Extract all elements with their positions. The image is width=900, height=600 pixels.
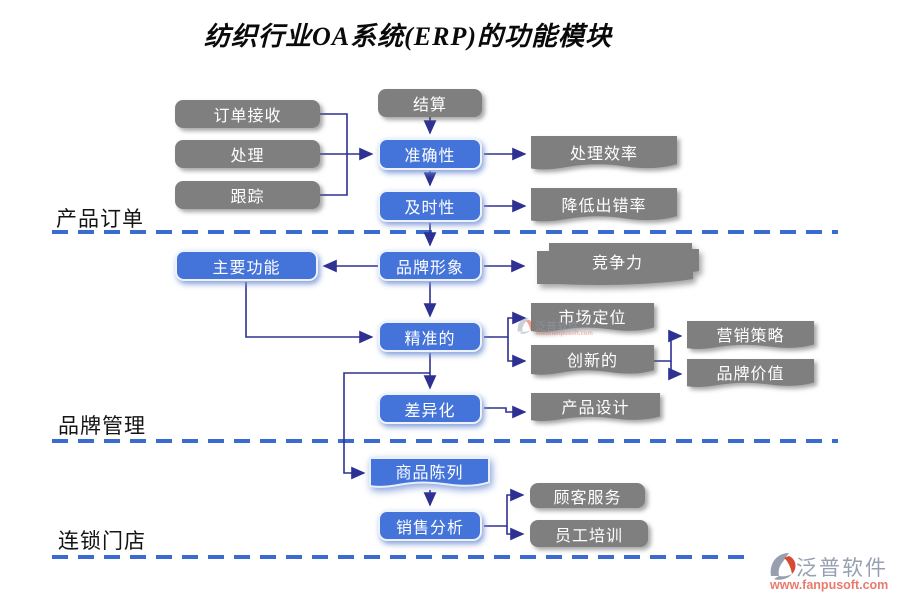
node-precise-label: 精准的 (404, 330, 456, 348)
node-brand-value-label: 品牌价值 (716, 365, 785, 383)
fanpu-logo-icon (770, 553, 796, 580)
document-shape-icon (531, 393, 660, 421)
node-track-label: 跟踪 (230, 189, 265, 206)
node-staff-training-label: 员工培训 (554, 527, 623, 545)
node-customer-service: 顾客服务 (530, 483, 645, 508)
document-shape-icon (687, 321, 814, 349)
node-market-positioning: 市场定位 (531, 303, 654, 335)
node-innovative: 创新的 (531, 345, 654, 378)
node-competitiveness-label: 竞争力 (591, 255, 643, 272)
corner-watermark-url[interactable]: www.fanpusoft.com (770, 578, 889, 592)
rough-rect-shape-icon (537, 243, 699, 285)
center-watermark-url: www.fanpusoft.com (536, 331, 593, 337)
node-precise: 精准的 (378, 321, 482, 352)
node-timeliness-label: 及时性 (404, 200, 456, 217)
fanpu-logo-icon (517, 317, 533, 334)
document-shape-icon (531, 136, 677, 170)
node-order-receive: 订单接收 (175, 100, 320, 128)
document-shape-icon (370, 458, 489, 490)
center-watermark: 泛普软件 www.fanpusoft.com (516, 316, 606, 344)
node-settlement: 结算 (378, 89, 482, 117)
node-accuracy-label: 准确性 (404, 148, 456, 165)
document-shape-icon (531, 303, 654, 332)
node-sales-analysis-label: 销售分析 (395, 519, 464, 537)
node-marketing-strategy-label: 营销策略 (716, 327, 785, 345)
node-main-functions-label: 主要功能 (212, 259, 281, 277)
section-divider-3 (52, 555, 774, 559)
node-competitiveness: 竞争力 (529, 239, 706, 289)
node-processing-efficiency: 处理效率 (531, 136, 677, 173)
node-marketing-strategy: 营销策略 (687, 321, 814, 352)
node-order-receive-label: 订单接收 (213, 108, 282, 125)
node-product-design-label: 产品设计 (561, 399, 630, 417)
node-brand-image: 品牌形象 (378, 250, 482, 281)
node-main-functions: 主要功能 (175, 250, 318, 281)
node-process-label: 处理 (230, 148, 265, 165)
node-customer-service-label: 顾客服务 (553, 489, 622, 507)
section-label-chain-stores: 连锁门店 (58, 529, 146, 553)
page-title: 纺织行业OA系统(ERP)的功能模块 (203, 22, 612, 51)
document-shape-icon (687, 359, 814, 387)
node-reduce-error-rate: 降低出错率 (531, 188, 677, 225)
node-innovative-label: 创新的 (566, 352, 618, 370)
node-brand-value: 品牌价值 (687, 359, 814, 390)
center-watermark-brand: 泛普软件 (535, 321, 579, 333)
node-process: 处理 (175, 140, 320, 168)
node-sales-analysis: 销售分析 (378, 510, 482, 541)
node-track: 跟踪 (175, 181, 320, 209)
node-staff-training: 员工培训 (530, 520, 648, 547)
node-reduce-error-rate-label: 降低出错率 (561, 197, 647, 215)
node-processing-efficiency-label: 处理效率 (569, 145, 638, 163)
node-settlement-label: 结算 (412, 97, 447, 114)
corner-watermark: 泛普软件 www.fanpusoft.com (752, 546, 900, 600)
section-label-product-orders: 产品订单 (56, 207, 144, 231)
document-shape-icon (531, 188, 677, 222)
corner-watermark-brand: 泛普软件 (796, 556, 888, 580)
node-accuracy: 准确性 (378, 138, 482, 170)
node-differentiation-label: 差异化 (404, 402, 456, 420)
section-divider-2 (52, 439, 838, 443)
section-label-brand-management: 品牌管理 (58, 414, 146, 438)
node-product-design: 产品设计 (531, 393, 660, 424)
document-shape-icon (531, 345, 654, 375)
node-timeliness: 及时性 (378, 190, 482, 222)
node-market-positioning-label: 市场定位 (558, 310, 627, 327)
node-merchandise-display: 商品陈列 (370, 458, 489, 490)
section-divider-1 (52, 230, 838, 234)
node-merchandise-display-label: 商品陈列 (395, 465, 464, 482)
node-brand-image-label: 品牌形象 (395, 259, 464, 277)
node-differentiation: 差异化 (378, 393, 482, 424)
